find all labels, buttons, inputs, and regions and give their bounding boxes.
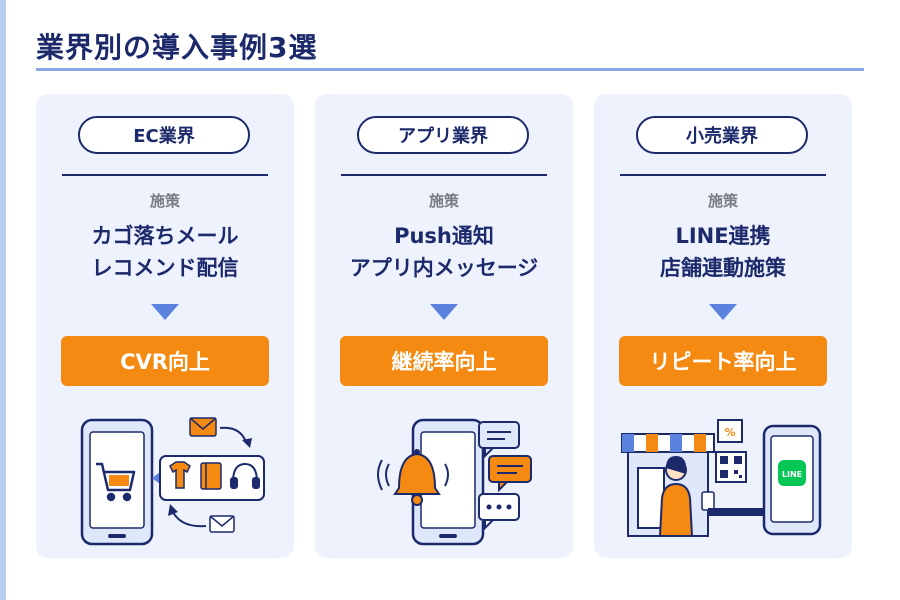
page-title: 業界別の導入事例3選 [36, 31, 318, 64]
result-badge: CVR向上 [61, 336, 269, 386]
mail-icon [189, 417, 217, 437]
shopping-cart-icon [96, 462, 136, 502]
qr-code-icon [715, 451, 747, 483]
card-divider [620, 174, 826, 176]
shopper-icon [658, 456, 694, 537]
case-card-app: アプリ業界 施策 Push通知 アプリ内メッセージ 継続率向上 [315, 94, 573, 558]
measure-label: 施策 [707, 192, 738, 210]
ring-lines-icon [377, 459, 449, 491]
down-arrow-icon [151, 304, 179, 320]
app-illustration [377, 418, 532, 546]
coupon-icon: % [717, 419, 743, 443]
measure-text: カゴ落ちメール レコメンド配信 [40, 220, 290, 284]
category-pill: アプリ業界 [357, 116, 529, 154]
measure-line: Push通知 [394, 224, 494, 248]
mail-icon [209, 515, 235, 533]
curved-arrow-icon [171, 509, 207, 528]
measure-line: 店舗連動施策 [660, 256, 786, 280]
chat-bubble-icon [478, 493, 520, 531]
down-arrow-icon [430, 304, 458, 320]
tshirt-icon [169, 461, 191, 489]
case-card-ec: EC業界 施策 カゴ落ちメール レコメンド配信 CVR向上 [36, 94, 294, 558]
line-logo-icon: LINE [778, 460, 806, 486]
case-card-retail: 小売業界 施策 LINE連携 店舗連動施策 リピート率向上 % [594, 94, 852, 558]
measure-line: カゴ落ちメール [91, 224, 239, 248]
measure-text: Push通知 アプリ内メッセージ [319, 220, 569, 284]
measure-label: 施策 [149, 192, 180, 210]
result-badge: 継続率向上 [340, 336, 548, 386]
card-divider [62, 174, 268, 176]
line-logo-text: LINE [782, 470, 802, 479]
chat-bubble-icon [488, 455, 532, 493]
measure-line: レコメンド配信 [91, 256, 239, 280]
down-arrow-icon [709, 304, 737, 320]
title-underline [36, 68, 864, 71]
bell-icon [393, 449, 441, 506]
counter-icon [708, 508, 764, 516]
ec-illustration [80, 417, 265, 546]
measure-line: LINE連携 [675, 224, 771, 248]
left-accent-bar [0, 0, 6, 600]
category-pill: 小売業界 [636, 116, 808, 154]
curved-arrow-icon [219, 426, 247, 443]
result-badge: リピート率向上 [619, 336, 827, 386]
measure-text: LINE連携 店舗連動施策 [598, 220, 848, 284]
headphones-icon [230, 462, 260, 489]
pointer-triangle [152, 472, 160, 484]
handheld-phone-icon [701, 491, 715, 511]
svg-text:%: % [724, 426, 735, 439]
measure-line: アプリ内メッセージ [349, 256, 539, 280]
book-icon [200, 462, 222, 490]
category-pill: EC業界 [78, 116, 250, 154]
measure-label: 施策 [428, 192, 459, 210]
chat-bubble-icon [478, 421, 520, 459]
card-divider [341, 174, 547, 176]
retail-illustration: % LINE [621, 419, 822, 537]
